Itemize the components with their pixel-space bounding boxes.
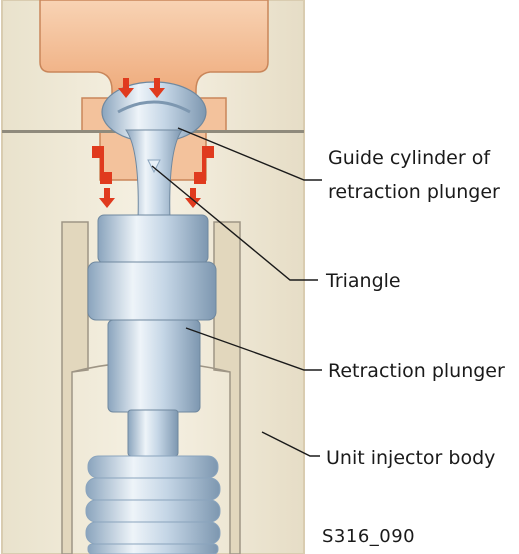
- plunger-stem: [128, 410, 178, 456]
- spring-coils: [86, 456, 220, 554]
- label-triangle: Triangle: [326, 264, 401, 298]
- plunger-lower: [108, 320, 200, 412]
- label-guide-cylinder: Guide cylinder of retraction plunger: [328, 141, 513, 209]
- figure-code: S316_090: [322, 526, 415, 547]
- retraction-plunger-collar: [88, 262, 216, 320]
- label-unit-injector-body: Unit injector body: [326, 441, 495, 475]
- label-retraction-plunger: Retraction plunger: [328, 354, 505, 388]
- plunger-upper: [98, 215, 208, 263]
